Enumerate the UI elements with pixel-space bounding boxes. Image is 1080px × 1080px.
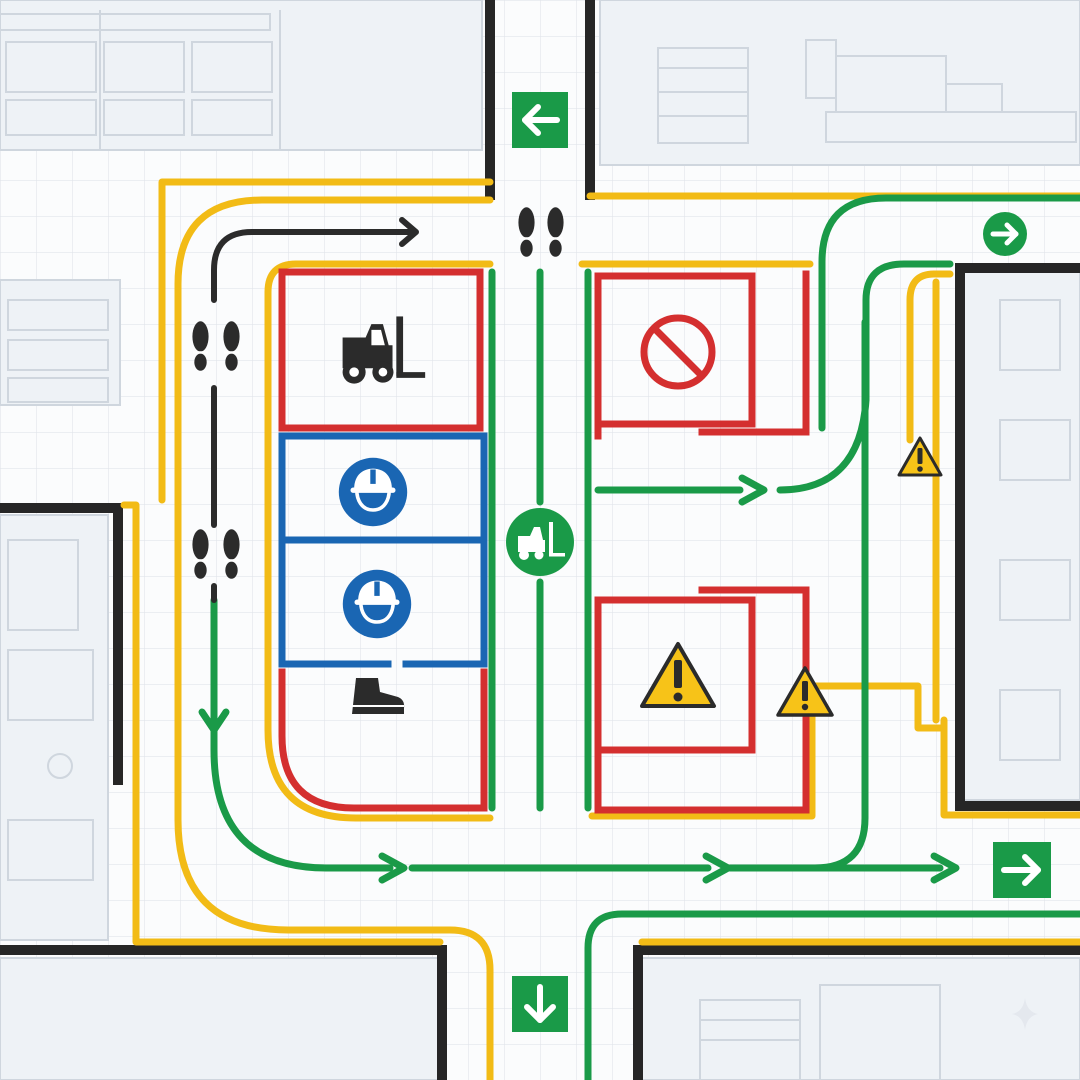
no-entry-sign	[640, 314, 716, 390]
wall-bottom-right-bay	[633, 945, 1080, 1080]
storage-rack-left	[0, 279, 121, 406]
forklift-route-marker	[506, 508, 574, 576]
direction-arrow-icons	[198, 474, 960, 884]
exit-sign-right	[993, 842, 1051, 898]
direction-arrow-icon	[702, 852, 732, 884]
no-entry-icon	[640, 314, 716, 390]
warning-triangle-icon	[640, 642, 716, 708]
machinery-area-top-right	[599, 0, 1080, 166]
warning-sign-large	[640, 642, 716, 708]
machinery-area-bottom-right	[639, 957, 1080, 1080]
footprints-icon	[547, 207, 564, 257]
direction-arrow-icon	[378, 852, 408, 884]
hard-hat-icon	[341, 568, 413, 640]
forklift-marker-icon	[518, 522, 565, 560]
hard-hat-sign-lower	[341, 568, 413, 640]
exit-sign-right-top	[983, 212, 1027, 256]
exit-sign-bottom	[512, 976, 568, 1032]
safety-boot-sign	[352, 678, 405, 714]
footprints-icon	[192, 529, 209, 579]
wall-right-bay	[955, 263, 1080, 811]
footprints-icon	[223, 529, 240, 579]
sparkle-icon	[1012, 998, 1038, 1030]
warning-triangle-icon	[776, 666, 834, 717]
footprints-icon	[223, 321, 240, 371]
warning-sign-small-lower	[776, 666, 834, 717]
machine-bay-left	[0, 514, 109, 941]
hard-hat-icon	[337, 456, 409, 528]
direction-arrow-icon	[198, 708, 230, 734]
warning-sign-small-upper	[897, 436, 943, 477]
storage-area-top-left	[0, 0, 483, 151]
forklift-route-lines	[210, 194, 1080, 1080]
arrow-right-icon	[990, 222, 1019, 246]
storage-area-bottom-left	[0, 957, 441, 1080]
warning-triangle-icon	[897, 436, 943, 477]
arrow-left-icon	[522, 104, 560, 136]
hazard-zone-outlines	[278, 268, 810, 814]
direction-arrow-icon	[930, 852, 960, 884]
direction-arrow-icon	[738, 474, 768, 506]
wall-left-bay	[0, 503, 123, 785]
exit-sign-top	[512, 92, 568, 148]
wall-bottom-left-bay	[0, 945, 447, 1080]
hard-hat-sign-upper	[337, 456, 409, 528]
arrow-right-icon	[1001, 854, 1041, 886]
machine-bay-right	[963, 271, 1080, 801]
ppe-zone-outline	[278, 432, 488, 668]
footprints-icon	[518, 207, 535, 257]
footprints-icon	[192, 321, 209, 371]
arrow-down-icon	[524, 984, 556, 1023]
pedestrian-route	[211, 217, 419, 603]
pedestrian-walkway-lines	[120, 178, 1080, 1080]
